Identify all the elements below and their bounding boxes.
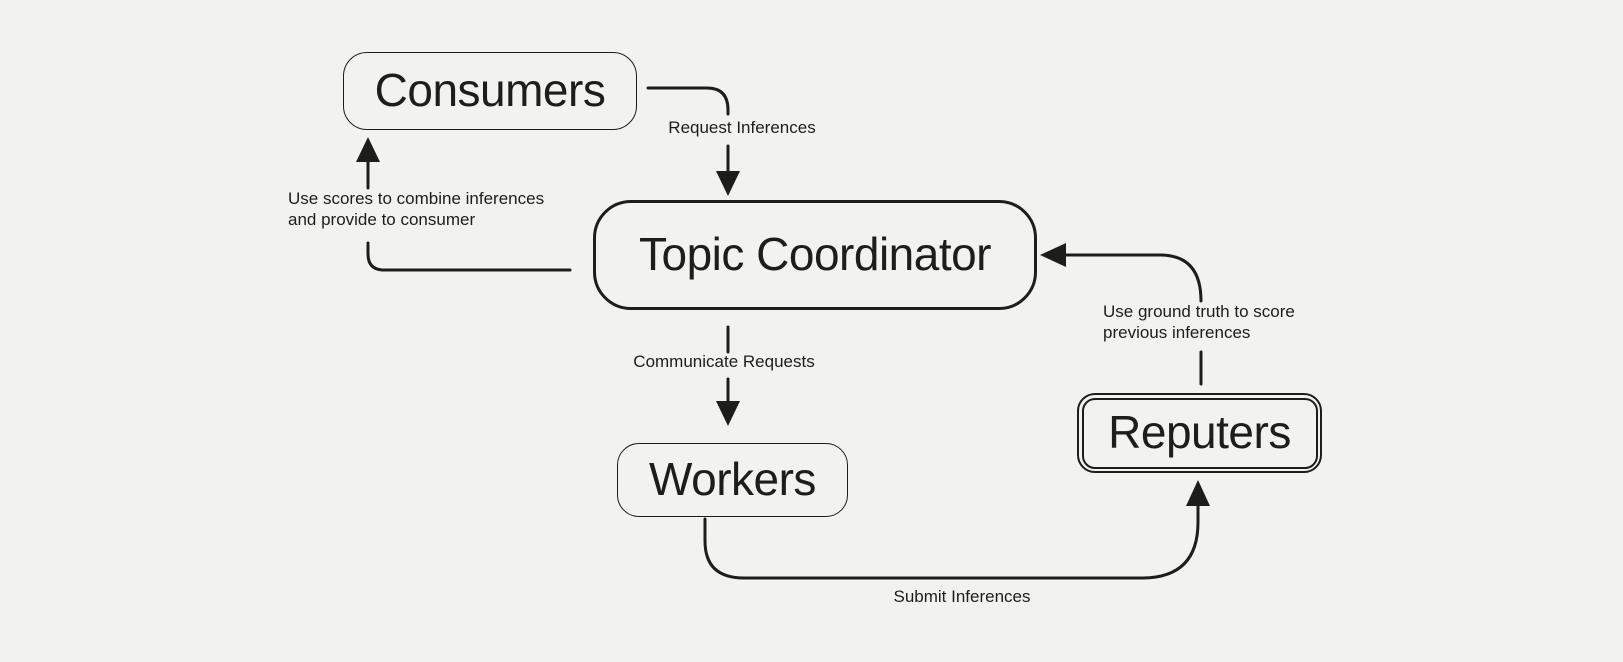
node-workers: Workers [617,443,848,517]
edge-label-submit-inferences: Submit Inferences [893,587,1031,606]
edge-communicate-requests-arrowhead [716,401,740,426]
node-consumers-label: Consumers [374,64,606,116]
node-consumers: Consumers [343,52,637,130]
edge-label-communicate-requests: Communicate Requests [633,352,815,371]
node-topic-coordinator: Topic Coordinator [593,200,1037,310]
edge-use-ground-truth-arrowhead [1040,243,1066,267]
node-topic-coordinator-label: Topic Coordinator [638,228,992,280]
node-reputers: Reputers [1077,393,1322,473]
edge-label-use-ground-truth-line2: previous inferences [1103,323,1251,342]
edge-use-scores-line-start [366,241,572,272]
edge-label-use-scores-line2: and provide to consumer [288,210,476,229]
edge-label-use-ground-truth: Use ground truth to score previous infer… [1103,301,1295,343]
edge-use-ground-truth-line-end [1064,253,1203,303]
edge-request-inferences-line-start [646,86,730,116]
edge-label-request-inferences: Request Inferences [668,118,816,137]
edge-submit-inferences-arrowhead [1186,480,1210,506]
edge-submit-inferences-line [703,504,1200,580]
node-workers-label: Workers [649,453,816,505]
node-reputers-label: Reputers [1108,406,1291,458]
edge-request-inferences-arrowhead [716,171,740,196]
edge-label-use-scores-line1: Use scores to combine inferences [288,189,545,208]
edge-use-scores-arrowhead [356,137,380,162]
edge-label-use-ground-truth-line1: Use ground truth to score [1103,302,1295,321]
edge-label-use-scores: Use scores to combine inferences and pro… [288,188,544,230]
